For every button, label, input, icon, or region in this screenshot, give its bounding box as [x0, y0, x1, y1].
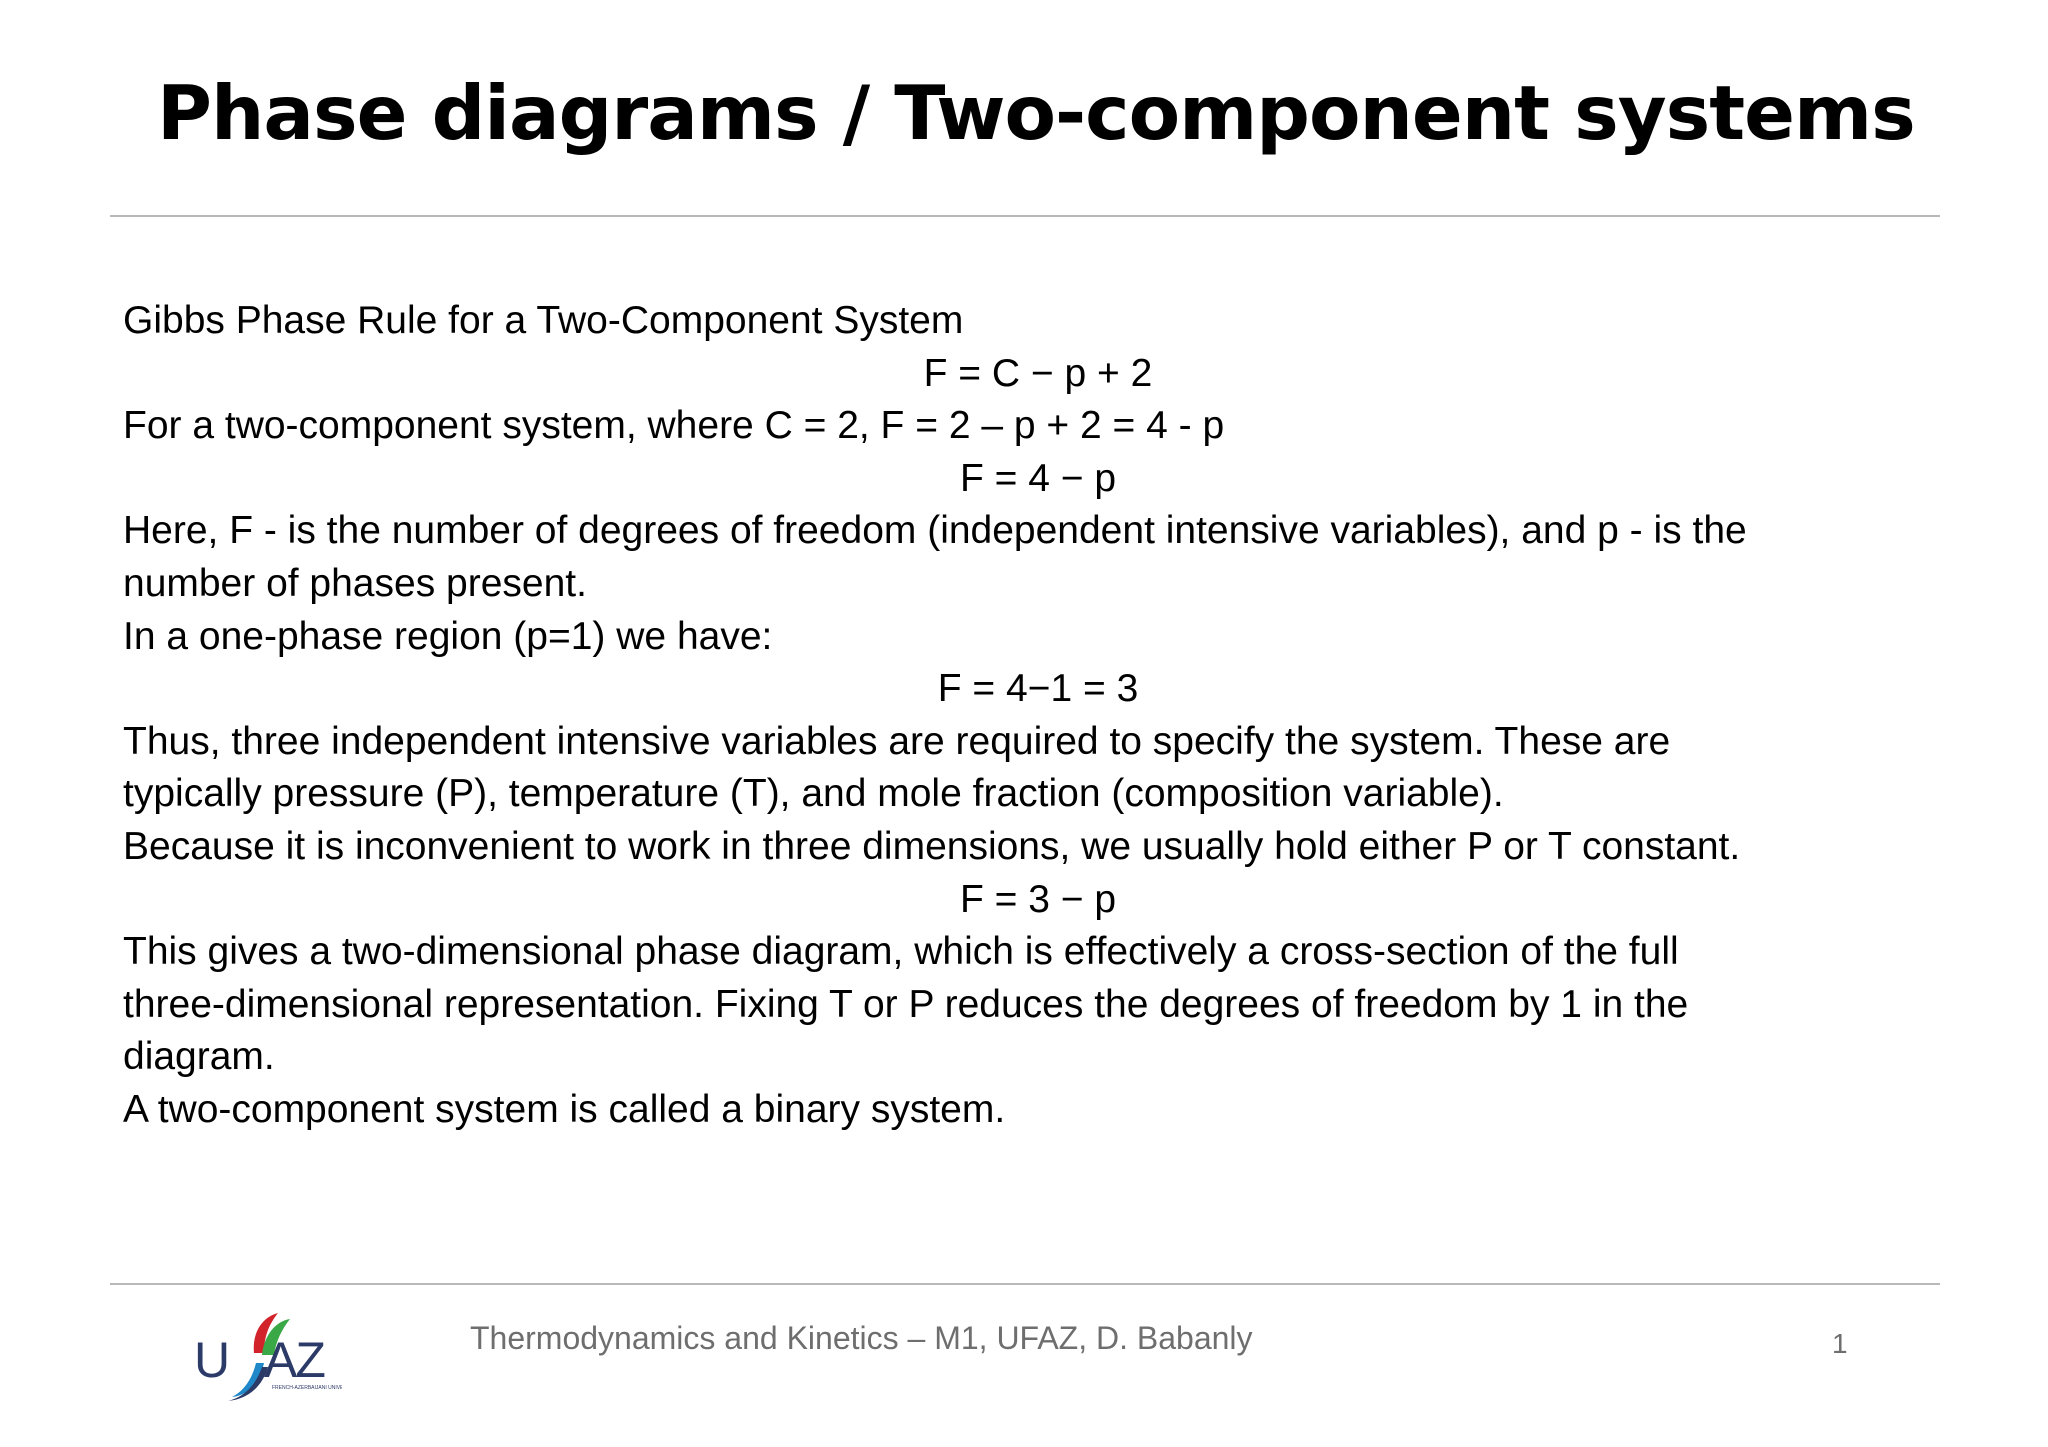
body-line: This gives a two-dimensional phase diagr…: [123, 930, 1679, 974]
slide-body: Gibbs Phase Rule for a Two-Component Sys…: [123, 295, 1953, 1137]
body-line: Here, F - is the number of degrees of fr…: [123, 509, 1747, 553]
slide-title: Phase diagrams / Two-component systems: [157, 69, 1916, 157]
logo-green-swoosh: [262, 1319, 290, 1355]
title-divider: [110, 215, 1940, 217]
body-line: diagram.: [123, 1035, 275, 1079]
formula-line: F = 3 − p: [959, 877, 1117, 921]
body-line: Gibbs Phase Rule for a Two-Component Sys…: [123, 299, 964, 342]
body-line: typically pressure (P), temperature (T),…: [123, 772, 1504, 816]
ufaz-logo: U AZ FRENCH-AZERBAIJANI UNIVERSITY: [192, 1305, 359, 1405]
logo-navy-swoosh: [228, 1367, 268, 1401]
logo-red-swoosh: [253, 1313, 278, 1353]
body-line: Thus, three independent intensive variab…: [123, 719, 1671, 763]
page-number: 1: [1832, 1328, 1848, 1359]
footer-course-text: Thermodynamics and Kinetics – M1, UFAZ, …: [470, 1320, 1253, 1356]
body-line: number of phases present.: [123, 561, 587, 605]
formula-line: F = C − p + 2: [923, 351, 1153, 395]
formula-line: F = 4 − p: [959, 456, 1117, 500]
formula-line: F = 4−1 = 3: [937, 667, 1139, 711]
footer-divider: [110, 1283, 1940, 1285]
body-line: Because it is inconvenient to work in th…: [123, 824, 1741, 868]
ufaz-logo-icon: U AZ FRENCH-AZERBAIJANI UNIVERSITY: [194, 1313, 359, 1401]
svg-text:U: U: [194, 1332, 228, 1388]
body-line: three-dimensional representation. Fixing…: [123, 982, 1689, 1026]
svg-text:FRENCH-AZERBAIJANI UNIVERSITY: FRENCH-AZERBAIJANI UNIVERSITY: [272, 1385, 342, 1391]
body-line: A two-component system is called a binar…: [123, 1087, 1006, 1131]
logo-blue-swoosh: [232, 1363, 264, 1397]
body-line: For a two-component system, where C = 2,…: [123, 404, 1225, 448]
body-line: In a one-phase region (p=1) we have:: [123, 614, 773, 658]
svg-text:AZ: AZ: [264, 1332, 324, 1388]
